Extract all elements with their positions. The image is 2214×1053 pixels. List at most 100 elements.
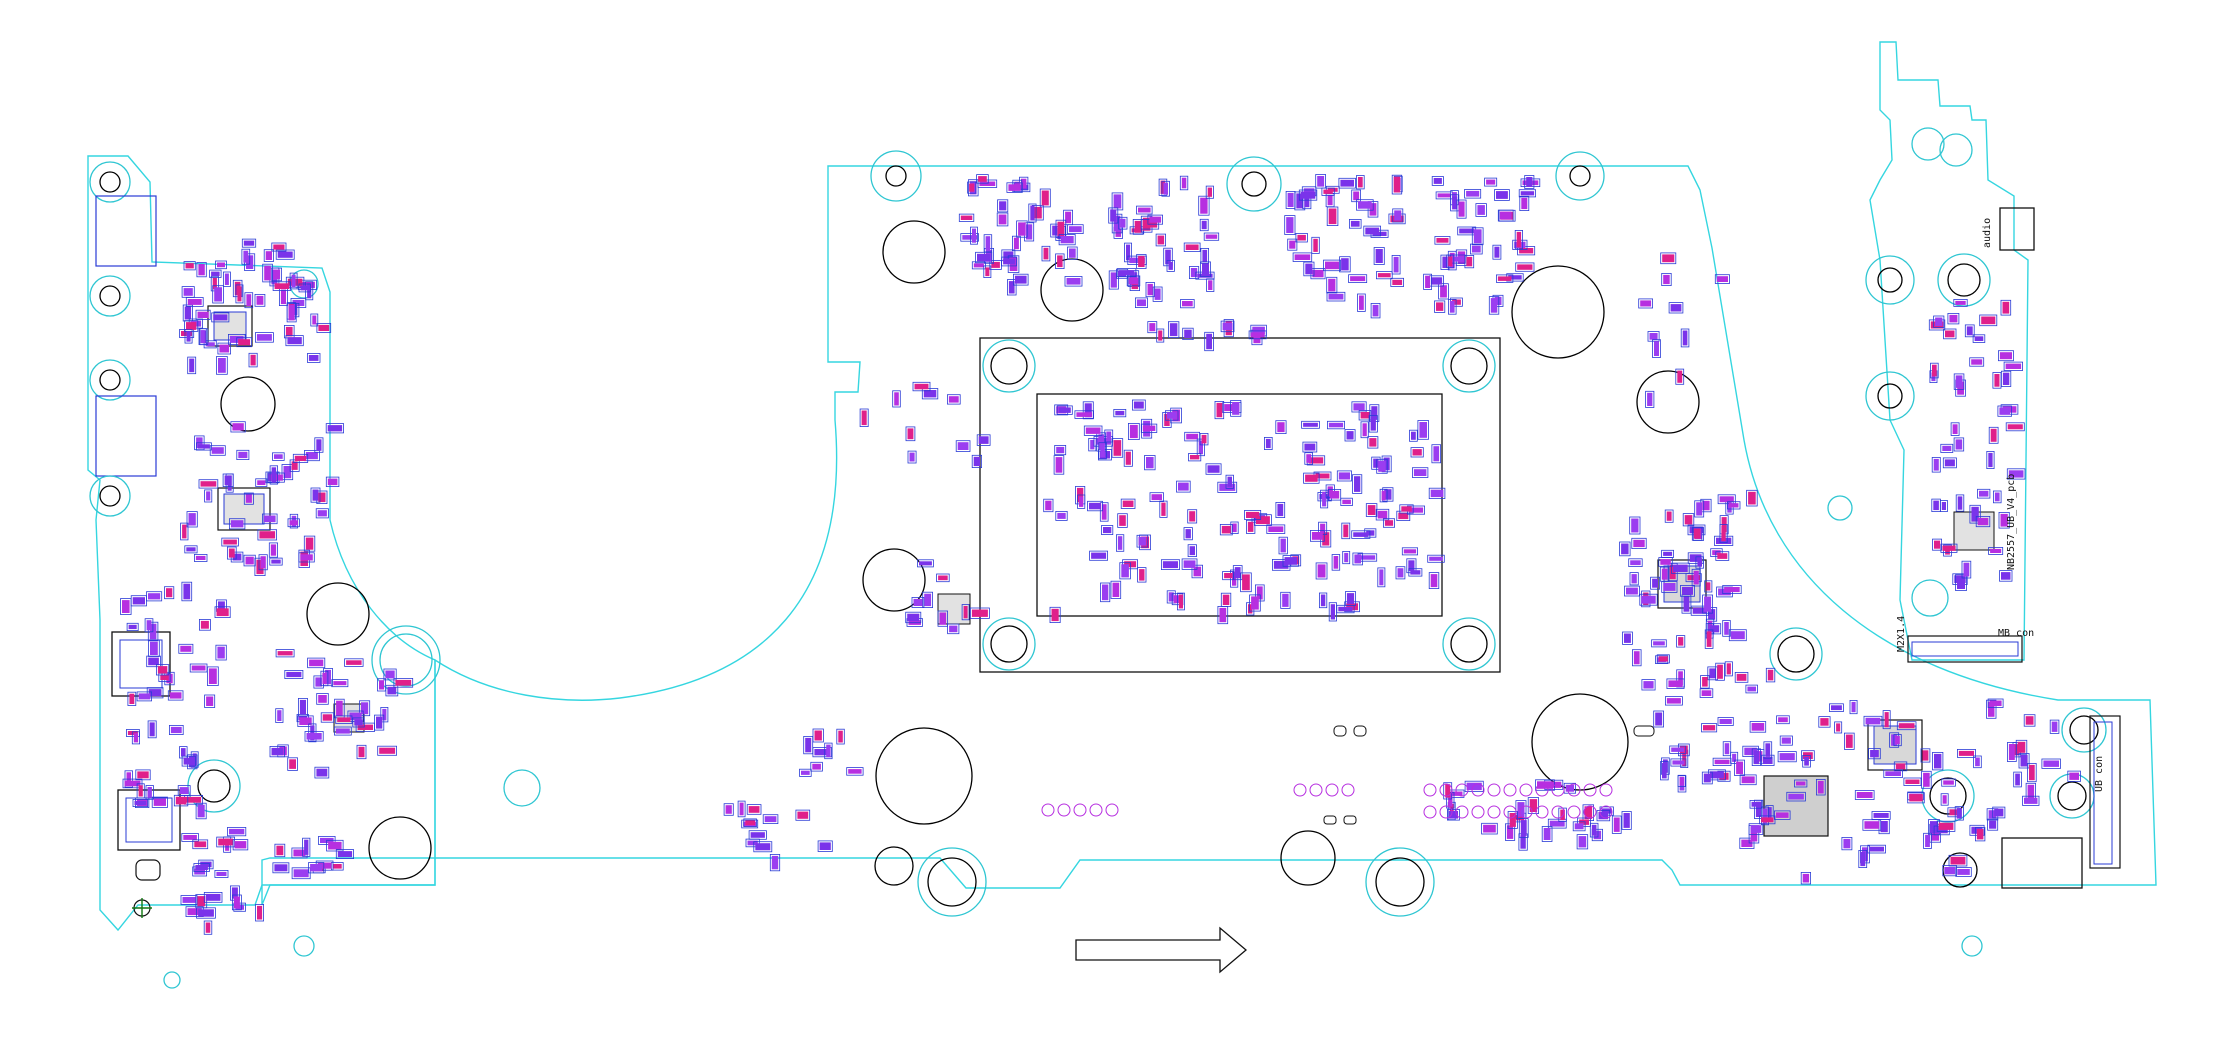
component-footprint: [271, 267, 282, 282]
component-footprint: [1155, 233, 1166, 247]
component-footprint: [344, 658, 364, 667]
component-footprint: [753, 841, 773, 853]
component-footprint: [961, 604, 970, 621]
left-io-board-outline: [87, 155, 436, 932]
component-footprint: [983, 265, 992, 278]
component-footprint: [1641, 679, 1656, 691]
component-footprint: [1206, 278, 1215, 292]
component-footprint: [1969, 504, 1981, 524]
component-footprint: [1619, 541, 1631, 557]
component-footprint: [824, 742, 833, 760]
component-footprint: [1986, 699, 1997, 719]
test-pad: [1455, 805, 1469, 819]
component-footprint: [970, 607, 990, 619]
component-footprint: [1249, 594, 1261, 612]
component-footprint: [1024, 222, 1035, 242]
component-footprint: [1396, 510, 1411, 522]
component-footprint: [1953, 373, 1965, 390]
component-footprint: [1365, 503, 1378, 517]
component-footprint: [748, 830, 767, 840]
component-footprint: [1089, 550, 1108, 561]
component-footprint: [151, 796, 168, 808]
component-footprint: [281, 464, 294, 481]
component-footprint: [135, 769, 151, 781]
component-footprint: [1470, 243, 1483, 255]
component-footprint: [746, 804, 762, 815]
component-footprint: [198, 328, 207, 346]
component-footprint: [1988, 547, 2004, 555]
cpu-socket-outer: [979, 337, 1501, 673]
component-footprint: [1181, 558, 1198, 570]
component-footprint: [1244, 509, 1262, 520]
component-footprint: [1492, 244, 1502, 260]
component-footprint: [812, 728, 824, 743]
component-footprint: [298, 283, 311, 293]
component-footprint: [1484, 177, 1498, 187]
component-footprint: [1975, 827, 1986, 842]
component-footprint: [1147, 321, 1158, 334]
component-footprint: [1349, 218, 1362, 229]
component-footprint: [1628, 558, 1643, 567]
component-footprint: [917, 559, 934, 568]
component-footprint: [955, 440, 971, 452]
component-footprint: [243, 554, 256, 567]
component-footprint: [1446, 254, 1455, 269]
test-pad: [1535, 783, 1549, 797]
component-footprint: [1136, 205, 1153, 215]
component-footprint: [1514, 229, 1523, 250]
component-footprint: [1391, 174, 1403, 195]
component-footprint: [1217, 606, 1229, 625]
component-footprint: [1794, 779, 1808, 788]
component-footprint: [297, 715, 314, 727]
component-footprint: [1942, 865, 1958, 877]
component-footprint: [1266, 524, 1286, 534]
component-footprint: [164, 586, 175, 600]
component-footprint: [1310, 267, 1326, 280]
component-footprint: [263, 249, 274, 262]
component-footprint: [287, 518, 300, 528]
component-footprint: [1993, 490, 2002, 504]
component-footprint: [1412, 467, 1429, 478]
component-footprint: [1653, 710, 1664, 728]
component-footprint: [737, 800, 746, 818]
component-footprint: [1390, 277, 1405, 287]
component-footprint: [1611, 815, 1622, 834]
component-footprint: [1867, 844, 1886, 854]
component-footprint: [1903, 777, 1922, 786]
component-footprint: [262, 263, 273, 283]
component-footprint: [1056, 405, 1073, 415]
component-footprint: [1098, 442, 1107, 460]
component-footprint: [769, 854, 781, 872]
component-footprint: [1632, 649, 1642, 667]
component-footprint: [1111, 192, 1124, 211]
component-footprint: [126, 622, 139, 631]
component-footprint: [1165, 410, 1179, 421]
component-footprint: [1940, 543, 1958, 553]
component-footprint: [1691, 568, 1701, 587]
mounting-holes: [163, 127, 2107, 989]
component-footprint: [359, 700, 371, 717]
component-footprint: [1518, 833, 1528, 851]
component-footprint: [1639, 593, 1658, 606]
component-footprint: [289, 272, 298, 290]
component-footprint: [146, 591, 163, 602]
component-footprint: [1715, 551, 1730, 561]
component-footprint: [274, 843, 286, 858]
component-footprint: [1278, 536, 1288, 555]
component-footprint: [211, 312, 230, 323]
mb-connector-label: MB con: [1998, 628, 2034, 639]
component-footprint: [1182, 327, 1194, 341]
component-footprint: [1979, 314, 1998, 327]
component-footprint: [315, 508, 329, 519]
component-footprint: [183, 261, 196, 271]
component-footprint: [1108, 207, 1119, 224]
component-footprint: [1972, 334, 1986, 343]
component-footprint: [907, 450, 917, 464]
component-footprint: [1113, 408, 1127, 418]
component-footprint: [1519, 195, 1530, 212]
component-footprint: [1367, 436, 1379, 449]
component-footprint: [1882, 710, 1891, 730]
component-footprint: [314, 766, 330, 779]
component-footprint: [1834, 721, 1843, 734]
component-footprint: [1694, 500, 1705, 518]
